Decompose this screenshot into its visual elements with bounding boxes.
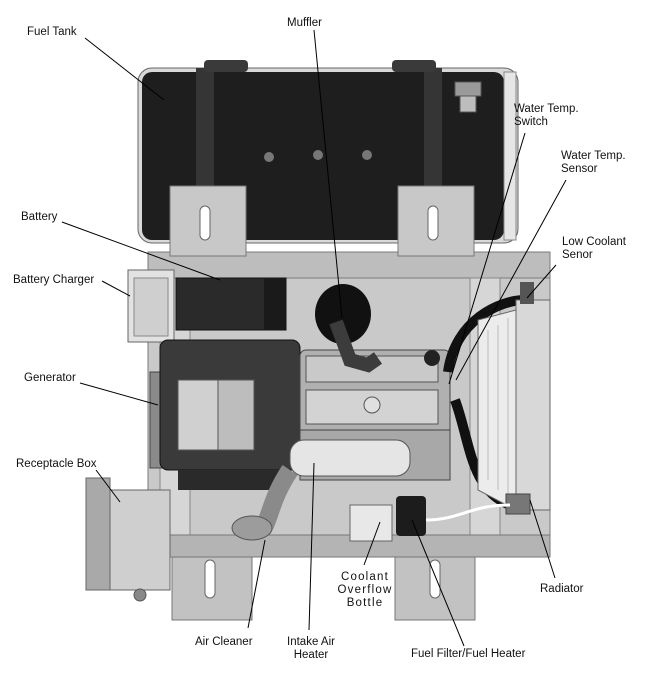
leader-intake-air-heater xyxy=(308,462,315,631)
label-line: Intake Air xyxy=(287,636,335,648)
label-generator: Generator xyxy=(24,372,76,384)
fuel-cap xyxy=(454,81,482,113)
label-water-temp-sensor: Water Temp. Sensor xyxy=(561,150,626,176)
label-water-temp-switch: Water Temp. Switch xyxy=(514,103,579,129)
label-fuel-filter-heater: Fuel Filter/Fuel Heater xyxy=(411,648,526,660)
leader-battery xyxy=(61,221,221,281)
leader-lines xyxy=(61,29,567,647)
label-radiator: Radiator xyxy=(540,583,584,595)
leader-radiator xyxy=(529,499,556,579)
generator xyxy=(149,339,301,490)
leader-coolant-overflow xyxy=(363,521,381,566)
label-battery: Battery xyxy=(21,211,58,223)
label-muffler: Muffler xyxy=(287,17,322,29)
label-low-coolant-sensor: Low Coolant Senor xyxy=(562,236,626,262)
leader-battery-charger xyxy=(101,280,131,297)
leader-receptacle-box xyxy=(95,469,121,503)
battery xyxy=(175,277,287,331)
label-line: Heater xyxy=(293,649,329,661)
leader-fuel-filter xyxy=(411,519,465,647)
label-line: Water Temp. xyxy=(514,103,579,115)
label-line: Senor xyxy=(562,249,593,261)
fuel-filter xyxy=(396,496,511,536)
label-line: Coolant xyxy=(340,571,390,583)
label-line: Low Coolant xyxy=(562,236,626,248)
coolant-overflow-bottle xyxy=(349,504,393,542)
receptacle-box xyxy=(85,477,171,602)
label-line: Sensor xyxy=(561,163,598,175)
label-fuel-tank: Fuel Tank xyxy=(27,26,77,38)
leader-generator xyxy=(79,382,159,406)
leader-air-cleaner xyxy=(247,539,266,629)
battery-charger xyxy=(127,269,175,343)
label-air-cleaner: Air Cleaner xyxy=(195,636,253,648)
label-line: Water Temp. xyxy=(561,150,626,162)
leader-water-temp-switch xyxy=(448,132,526,385)
label-battery-charger: Battery Charger xyxy=(13,274,95,286)
leader-fuel-tank xyxy=(84,37,165,101)
leader-low-coolant xyxy=(526,264,557,299)
label-coolant-overflow-bottle: Coolant Overflow Bottle xyxy=(330,571,400,610)
label-line: Switch xyxy=(514,116,548,128)
label-intake-air-heater: Intake Air Heater xyxy=(281,636,341,662)
muffler xyxy=(315,284,383,373)
fuel-tank xyxy=(137,60,519,257)
label-line: Bottle xyxy=(346,597,384,609)
radiator xyxy=(477,282,551,515)
label-receptacle-box: Receptacle Box xyxy=(16,458,97,470)
leader-water-temp-sensor xyxy=(455,179,567,381)
label-line: Overflow xyxy=(337,584,393,596)
intake-air-heater xyxy=(289,439,411,477)
leader-muffler xyxy=(313,29,343,319)
air-cleaner xyxy=(231,465,298,541)
